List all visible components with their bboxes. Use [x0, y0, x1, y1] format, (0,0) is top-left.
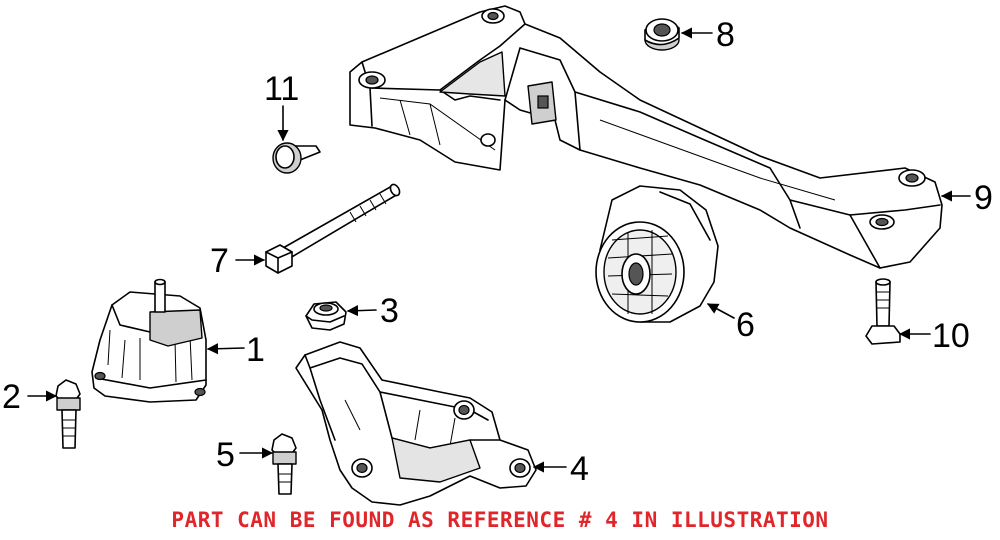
callout-leaders	[27, 27, 971, 473]
stopper	[272, 142, 321, 174]
callout-7: 7	[210, 242, 229, 280]
callout-9: 9	[974, 179, 993, 217]
reference-caption: PART CAN BE FOUND AS REFERENCE # 4 IN IL…	[171, 508, 829, 532]
callout-4: 4	[570, 450, 589, 488]
nut	[305, 301, 347, 331]
engine-mount	[91, 278, 207, 403]
callout-3: 3	[380, 292, 399, 330]
mount-bracket	[295, 341, 537, 506]
callout-2: 2	[2, 378, 21, 416]
callout-5: 5	[216, 436, 235, 474]
callout-labels: 1 2 3 4 5 6 7 8 9 10 11	[2, 16, 993, 488]
callout-8: 8	[716, 16, 735, 54]
short-bolt-5	[271, 433, 297, 495]
transmission-mount	[595, 185, 719, 323]
grommet	[644, 18, 680, 51]
long-bolt	[265, 183, 401, 274]
short-bolt-2	[55, 379, 81, 449]
callout-11: 11	[264, 70, 299, 108]
transmission-crossmember	[349, 5, 943, 269]
callout-1: 1	[246, 331, 265, 369]
callout-10: 10	[932, 317, 970, 355]
short-bolt-10	[865, 278, 901, 345]
callout-6: 6	[736, 306, 755, 344]
